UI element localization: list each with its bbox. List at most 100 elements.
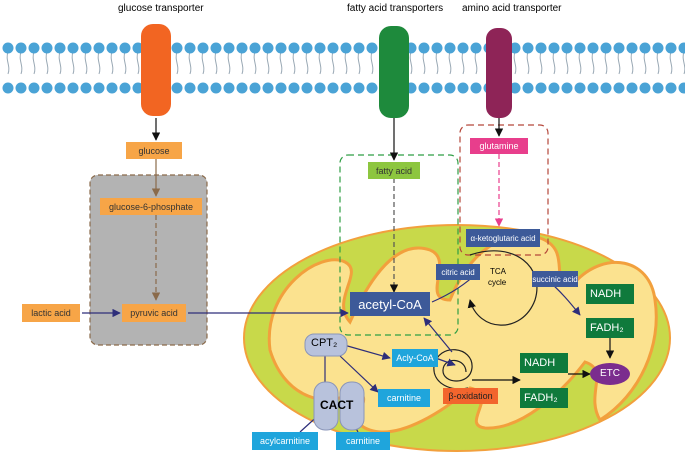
lipid-head — [132, 42, 144, 54]
amino-acid-transporter-label: amino acid transporter — [462, 3, 562, 14]
lipid-tail — [19, 51, 23, 75]
lipid-head — [106, 82, 118, 94]
lipid-head — [626, 82, 638, 94]
lipid-head — [353, 82, 365, 94]
lipid-head — [678, 82, 685, 94]
lipid-head — [210, 82, 222, 94]
lipid-tail — [643, 51, 647, 75]
lipid-tail — [201, 51, 205, 75]
lipid-head — [15, 42, 27, 54]
lipid-head — [197, 82, 209, 94]
lipid-tail — [97, 51, 101, 75]
lipid-head — [470, 42, 482, 54]
nadh-tca-box: NADH — [586, 284, 634, 304]
cpt2-enzyme-icon — [304, 333, 348, 357]
arrow-beta-acetylcoa — [423, 317, 453, 353]
lipid-head — [171, 82, 183, 94]
beta-oxidation-box: β-oxidation — [443, 388, 498, 404]
lipid-head — [249, 82, 261, 94]
lipid-head — [600, 82, 612, 94]
lipid-head — [574, 82, 586, 94]
lipid-tail — [71, 51, 75, 75]
lipid-head — [626, 42, 638, 54]
nadh-beta-box: NADH — [520, 353, 568, 373]
lipid-head — [587, 82, 599, 94]
lipid-head — [171, 42, 183, 54]
lipid-head — [327, 42, 339, 54]
tca-label-line2: cycle — [488, 278, 507, 287]
lipid-head — [327, 82, 339, 94]
lipid-tail — [578, 51, 582, 75]
lipid-tail — [669, 51, 673, 75]
lipid-head — [262, 42, 274, 54]
lipid-head — [184, 42, 196, 54]
glucose-6-phosphate-box: glucose-6-phosphate — [100, 198, 202, 215]
lipid-tail — [565, 51, 569, 75]
lipid-tail — [435, 51, 439, 75]
lipid-head — [67, 82, 79, 94]
lipid-head — [639, 82, 651, 94]
lipid-head — [457, 42, 469, 54]
succinic-acid-box: succinic acid — [532, 271, 578, 287]
lipid-head — [665, 42, 677, 54]
citric-acid-box: citric acid — [436, 264, 480, 280]
lipid-head — [652, 82, 664, 94]
lipid-tail — [448, 51, 452, 75]
lipid-head — [587, 42, 599, 54]
lipid-head — [665, 82, 677, 94]
lipid-tail — [331, 51, 335, 75]
fatty-acid-region — [339, 154, 459, 336]
lipid-tail — [32, 51, 36, 75]
lipid-head — [93, 82, 105, 94]
lipid-tail — [422, 51, 426, 75]
lipid-tail — [604, 51, 608, 75]
lipid-tail — [344, 51, 348, 75]
lipid-head — [41, 82, 53, 94]
lipid-head — [444, 82, 456, 94]
lipid-head — [301, 82, 313, 94]
lipid-head — [41, 42, 53, 54]
lipid-head — [548, 82, 560, 94]
fatty-acid-transporter-icon — [379, 26, 409, 118]
lipid-head — [314, 82, 326, 94]
cell-membrane — [2, 42, 685, 94]
acyl-coa-box: Acly-CoA — [392, 349, 438, 367]
lipid-head — [366, 82, 378, 94]
lipid-head — [223, 42, 235, 54]
lipid-head — [80, 42, 92, 54]
pyruvic-acid-box: pyruvic acid — [122, 304, 186, 322]
lipid-tail — [656, 51, 660, 75]
lipid-head — [184, 82, 196, 94]
lipid-tail — [370, 51, 374, 75]
lipid-head — [535, 42, 547, 54]
lipid-head — [132, 82, 144, 94]
tca-label-line1: TCA — [490, 267, 506, 276]
amino-acid-transporter-icon — [486, 28, 512, 118]
lipid-tail — [305, 51, 309, 75]
cact-label: CACT — [320, 398, 354, 412]
lipid-tail — [474, 51, 478, 75]
lipid-head — [470, 82, 482, 94]
lipid-head — [340, 42, 352, 54]
lipid-head — [223, 82, 235, 94]
lipid-head — [54, 42, 66, 54]
lipid-head — [444, 42, 456, 54]
lipid-head — [509, 82, 521, 94]
lipid-head — [236, 82, 248, 94]
lipid-head — [522, 42, 534, 54]
lipid-tail — [214, 51, 218, 75]
lipid-tail — [84, 51, 88, 75]
lipid-head — [15, 82, 27, 94]
lipid-tail — [136, 51, 140, 75]
lipid-tail — [461, 51, 465, 75]
lipid-head — [119, 42, 131, 54]
lipid-head — [288, 42, 300, 54]
lipid-head — [353, 42, 365, 54]
lipid-head — [67, 42, 79, 54]
lipid-head — [288, 82, 300, 94]
lipid-tail — [552, 51, 556, 75]
cact-right-half-icon — [339, 381, 365, 431]
lipid-head — [535, 82, 547, 94]
lipid-tail — [279, 51, 283, 75]
